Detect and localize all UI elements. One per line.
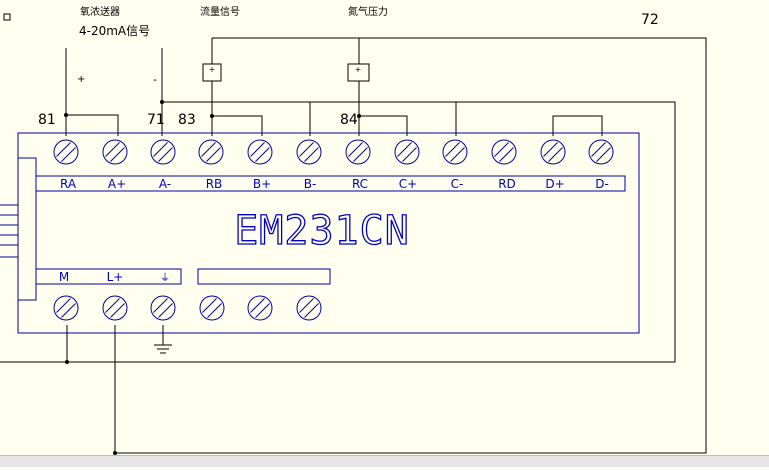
terminal-label-rc: RC — [352, 177, 368, 191]
bottom-terminal-screw-3 — [150, 295, 176, 321]
terminal-label-l-plus: L+ — [107, 270, 124, 284]
terminal-label-d-minus: D- — [595, 177, 609, 191]
corner-marker — [3, 13, 11, 21]
bottom-terminal-screw-5 — [247, 295, 273, 321]
top-terminal-labels: RA A+ A- RB B+ B- RC C+ C- RD D+ D- — [60, 177, 609, 191]
svg-text:+: + — [209, 65, 216, 74]
terminal-label-c-plus: C+ — [399, 177, 417, 191]
sensor-3-name: 氮气压力 — [348, 5, 388, 18]
terminal-label-d-plus: D+ — [545, 177, 564, 191]
em231cn-module — [0, 132, 640, 334]
sensor-2-box: + — [202, 63, 222, 82]
bottom-terminal-screw-2 — [102, 295, 128, 321]
terminal-label-a-minus: A- — [159, 177, 171, 191]
top-terminal-screw-4 — [198, 139, 224, 165]
terminal-label-ra: RA — [60, 177, 77, 191]
sensor-2-name: 流量信号 — [200, 5, 240, 18]
terminal-label-m: M — [59, 270, 69, 284]
bottom-terminal-screw-1 — [53, 295, 79, 321]
bottom-terminal-screws — [53, 295, 322, 321]
sensor-1-name: 氧浓送器 — [80, 5, 120, 18]
svg-text:+: + — [355, 65, 362, 74]
wire-label-81: 81 — [38, 112, 56, 128]
terminal-label-b-minus: B- — [304, 177, 317, 191]
terminal-label-c-minus: C- — [451, 177, 464, 191]
wire-label-83: 83 — [178, 112, 196, 128]
top-terminal-screw-2 — [102, 139, 128, 165]
top-terminal-screw-6 — [296, 139, 322, 165]
top-terminal-screw-12 — [588, 139, 614, 165]
sensor-3-box: + — [347, 63, 370, 82]
terminal-label-ground: ⏚ — [160, 272, 170, 284]
wire-label-71: 71 — [147, 112, 165, 128]
top-terminal-screws — [53, 139, 614, 165]
sensor-1-minus: - — [153, 73, 157, 86]
top-terminal-screw-5 — [247, 139, 273, 165]
sensor-1-signal: 4-20mA信号 — [79, 24, 150, 38]
wire-label-72: 72 — [641, 12, 659, 28]
wire-label-84: 84 — [340, 112, 358, 128]
top-terminal-screw-7 — [345, 139, 371, 165]
sensor-1-plus: + — [77, 74, 85, 85]
top-terminal-screw-10 — [491, 139, 517, 165]
top-terminal-screw-9 — [442, 139, 468, 165]
wiring — [0, 37, 707, 454]
terminal-label-rb: RB — [206, 177, 223, 191]
terminal-label-rd: RD — [498, 177, 516, 191]
bottom-terminal-labels: M L+ ⏚ — [59, 270, 170, 284]
top-terminal-screw-1 — [53, 139, 79, 165]
module-model-label: EM231CN — [234, 208, 410, 254]
status-strip — [0, 455, 769, 467]
top-terminal-screw-8 — [394, 139, 420, 165]
top-terminal-screw-11 — [540, 139, 566, 165]
junction-dots — [64, 100, 361, 455]
terminal-label-a-plus: A+ — [108, 177, 126, 191]
bottom-terminal-screw-4 — [199, 295, 225, 321]
top-terminal-screw-3 — [150, 139, 176, 165]
terminal-label-b-plus: B+ — [253, 177, 271, 191]
bottom-terminal-screw-6 — [296, 295, 322, 321]
